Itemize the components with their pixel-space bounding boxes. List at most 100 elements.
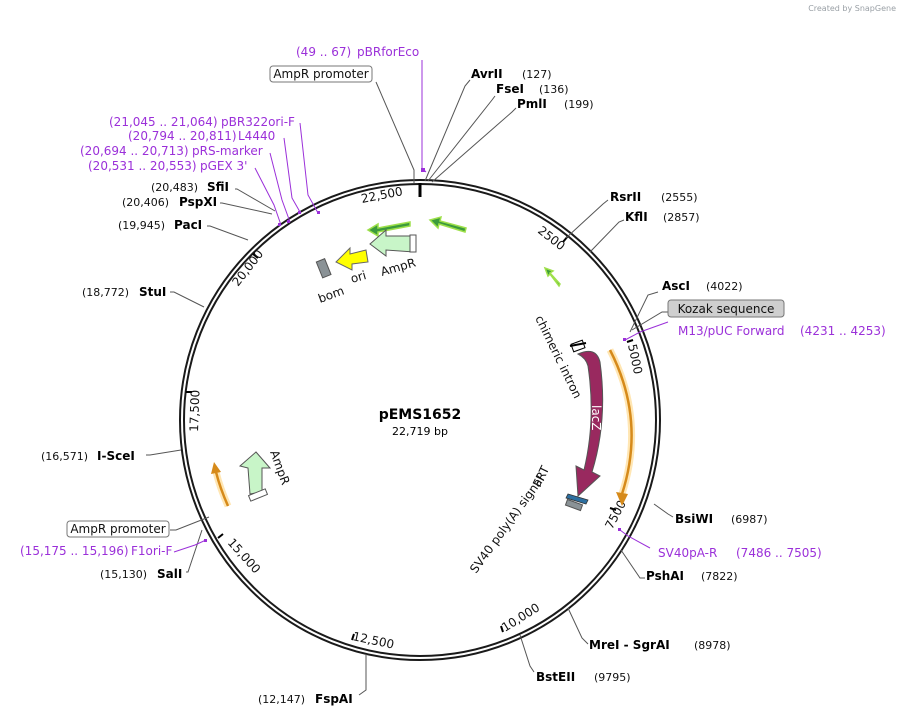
svg-text:BsiWI: BsiWI: [675, 512, 713, 526]
ori-feature: [335, 246, 369, 271]
svg-text:M13/pUC Forward: M13/pUC Forward: [678, 324, 785, 338]
svg-text:MreI - SgrAI: MreI - SgrAI: [589, 638, 670, 652]
boxed-label-kozak: Kozak sequence: [667, 299, 785, 318]
enzyme-label-i-scei: (16,571) I-SceI: [41, 449, 135, 463]
ampr-bottom-feature: [238, 451, 272, 495]
svg-text:(4022): (4022): [706, 280, 743, 293]
svg-text:(199): (199): [564, 98, 594, 111]
svg-text:pGEX 3': pGEX 3': [200, 159, 247, 173]
bom-feature: [315, 258, 332, 279]
tick-label: 17,500: [187, 390, 202, 432]
enzyme-label-rsrii: RsrII (2555): [610, 190, 698, 204]
enzyme-label-fspai: (12,147) FspAI: [258, 692, 353, 706]
svg-text:(2555): (2555): [661, 191, 698, 204]
svg-text:(20,531 .. 20,553): (20,531 .. 20,553): [88, 159, 197, 173]
svg-text:PacI: PacI: [174, 218, 202, 232]
svg-text:F1ori-F: F1ori-F: [131, 544, 172, 558]
svg-text:(8978): (8978): [694, 639, 731, 652]
enzyme-label-bsiwi: BsiWI (6987): [675, 512, 768, 526]
svg-text:RsrII: RsrII: [610, 190, 641, 204]
svg-text:(16,571): (16,571): [41, 450, 88, 463]
ampr-bottom-tail: [247, 488, 269, 502]
boxed-label-ampr-promoter-top: AmpR promoter: [269, 65, 373, 83]
primer-label-m13-puc-forward: M13/pUC Forward (4231 .. 4253): [678, 324, 886, 338]
svg-text:SV40pA-R: SV40pA-R: [658, 546, 717, 560]
svg-text:PshAI: PshAI: [646, 569, 684, 583]
intron-feature: [569, 339, 587, 353]
svg-text:pRS-marker: pRS-marker: [192, 144, 263, 158]
svg-text:(20,483): (20,483): [151, 181, 198, 194]
tick-label: 5000: [625, 343, 645, 376]
enzyme-label-sali: (15,130) SalI: [100, 567, 182, 581]
svg-text:(49 .. 67): (49 .. 67): [296, 45, 351, 59]
svg-text:(7486 .. 7505): (7486 .. 7505): [736, 546, 822, 560]
svg-text:PmlI: PmlI: [517, 97, 547, 111]
svg-text:(20,794 .. 20,811): (20,794 .. 20,811): [128, 129, 237, 143]
svg-text:AmpR promoter: AmpR promoter: [70, 522, 165, 536]
tick-label: 15,000: [225, 536, 264, 577]
enzyme-label-mrei-sgrai: MreI - SgrAI (8978): [589, 638, 731, 652]
small-feature-arrows: [366, 215, 561, 288]
svg-text:FseI: FseI: [496, 82, 524, 96]
feature-label-ori: ori: [349, 268, 368, 286]
orange-arrow-right: [606, 348, 636, 506]
svg-text:AscI: AscI: [662, 279, 690, 293]
primer-markers: [204, 168, 626, 542]
primer-label-prs-marker: (20,694 .. 20,713) pRS-marker: [80, 144, 263, 158]
svg-text:L4440: L4440: [238, 129, 275, 143]
svg-text:Kozak sequence: Kozak sequence: [678, 302, 775, 316]
frt-feature: [565, 493, 589, 505]
svg-text:(20,406): (20,406): [122, 196, 169, 209]
svg-text:(20,694 .. 20,713): (20,694 .. 20,713): [80, 144, 189, 158]
plasmid-size: 22,719 bp: [392, 425, 448, 438]
tick-label: 7500: [602, 498, 629, 532]
feature-label-lacz: lacZ: [589, 405, 603, 431]
primer-label-pbr322ori-f: (21,045 .. 21,064) pBR322ori-F: [109, 115, 295, 129]
feature-label-ampr: AmpR: [379, 256, 417, 279]
svg-text:AvrII: AvrII: [471, 67, 503, 81]
enzyme-label-sfii: (20,483) SfiI: [151, 180, 229, 194]
primer-label-f1ori-f: (15,175 .. 15,196) F1ori-F: [20, 544, 172, 558]
plasmid-name: pEMS1652: [379, 407, 462, 423]
svg-text:BstEII: BstEII: [536, 670, 575, 684]
enzyme-label-bsteii: BstEII (9795): [536, 670, 631, 684]
svg-text:PspXI: PspXI: [179, 195, 217, 209]
svg-text:(21,045 .. 21,064): (21,045 .. 21,064): [109, 115, 218, 129]
orange-arrow-left: [211, 462, 232, 508]
feature-label-bom: bom: [316, 284, 346, 306]
enzyme-label-kfli: KflI (2857): [625, 210, 700, 224]
svg-text:(18,772): (18,772): [82, 286, 129, 299]
svg-text:SalI: SalI: [157, 567, 182, 581]
svg-text:(136): (136): [539, 83, 569, 96]
primer-label-pbrforeco: (49 .. 67) pBRforEco: [296, 45, 419, 59]
enzyme-label-pspxi: (20,406) PspXI: [122, 195, 217, 209]
boxed-label-ampr-promoter-left: AmpR promoter: [66, 520, 170, 538]
enzyme-label-stui: (18,772) StuI: [82, 285, 166, 299]
svg-text:(7822): (7822): [701, 570, 738, 583]
tick-marks: [186, 235, 634, 641]
tick-label: 22,500: [360, 184, 404, 206]
enzyme-label-pmli: PmlI (199): [517, 97, 594, 111]
svg-text:(9795): (9795): [594, 671, 631, 684]
svg-text:(15,130): (15,130): [100, 568, 147, 581]
feature-label-ampr-2: AmpR: [267, 448, 292, 486]
svg-text:(2857): (2857): [663, 211, 700, 224]
leader-lines: [146, 79, 674, 696]
svg-text:(19,945): (19,945): [118, 219, 165, 232]
svg-text:AmpR promoter: AmpR promoter: [273, 67, 368, 81]
svg-text:(15,175 .. 15,196): (15,175 .. 15,196): [20, 544, 129, 558]
watermark: Created by SnapGene: [808, 4, 896, 13]
feature-label-intron: chimeric intron: [532, 313, 584, 401]
svg-text:KflI: KflI: [625, 210, 648, 224]
svg-text:StuI: StuI: [139, 285, 166, 299]
lacz-feature: [575, 350, 604, 498]
svg-text:(12,147): (12,147): [258, 693, 305, 706]
feature-label-sv40: SV40 poly(A) signal: [467, 473, 547, 576]
svg-text:SfiI: SfiI: [207, 180, 229, 194]
primer-label-sv40pa-r: SV40pA-R (7486 .. 7505): [658, 546, 822, 560]
ampr-top-feature: [369, 228, 415, 257]
svg-text:(6987): (6987): [731, 513, 768, 526]
svg-text:I-SceI: I-SceI: [97, 449, 135, 463]
enzyme-label-avrii: AvrII (127): [471, 67, 552, 81]
svg-text:FspAI: FspAI: [315, 692, 353, 706]
